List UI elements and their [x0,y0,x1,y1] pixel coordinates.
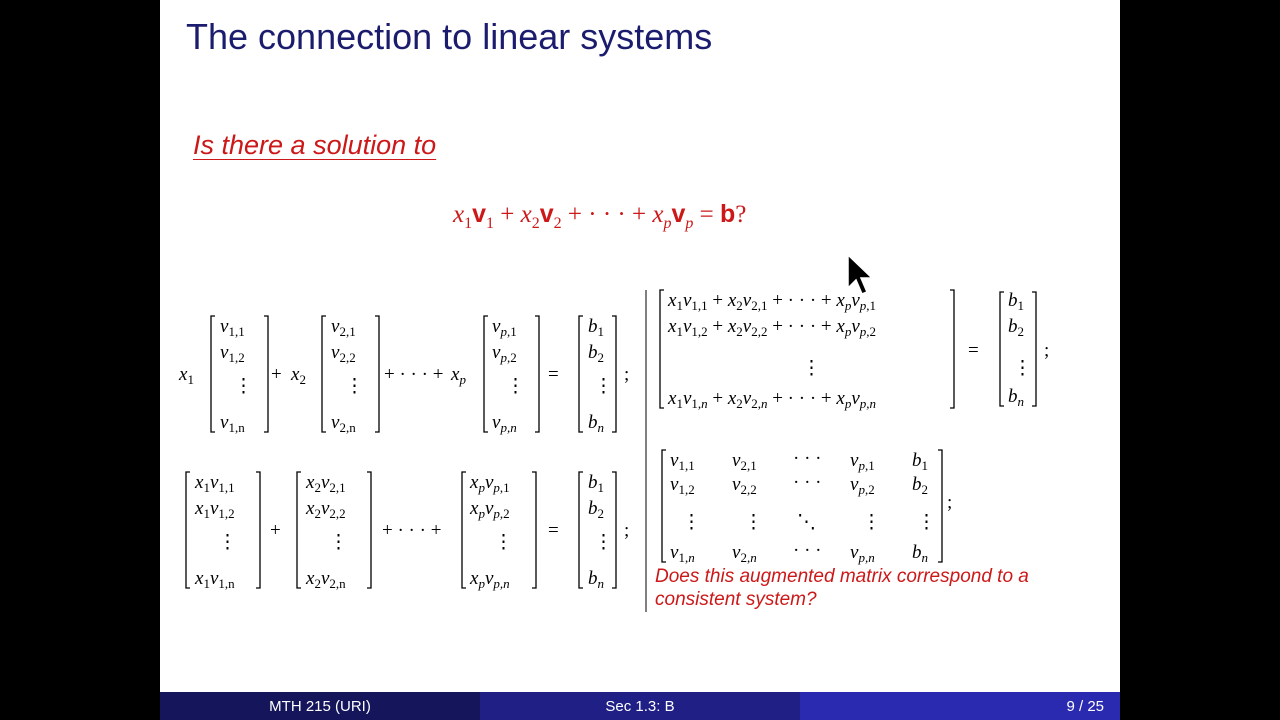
svg-text:+ · · · +: + · · · + [384,364,443,385]
svg-text:⋮: ⋮ [862,512,881,533]
svg-text:vp,2: vp,2 [492,342,517,365]
svg-text:x1: x1 [178,364,194,387]
main-equation: x1v1 + x2v2 + · · · + xpvp = b? [452,200,746,232]
svg-text:x2v2,1: x2v2,1 [305,472,346,495]
svg-text:x1v1 + x2v2 + · · · + xpvp = b: x1v1 + x2v2 + · · · + xpvp = b? [452,200,746,232]
augmented-matrix: v1,1 v2,1 · · · vp,1 b1 v1,2 v2,2 · · · … [661,448,952,565]
svg-text:v1,2: v1,2 [670,474,695,497]
svg-text:x1v1,n + x2v2,n + · · · + xpvp: x1v1,n + x2v2,n + · · · + xpvp,n [667,388,876,411]
svg-text:x2v2,2: x2v2,2 [305,498,346,521]
question-text: Is there a solution to [193,130,437,160]
svg-text:x1v1,n: x1v1,n [194,568,235,591]
mouse-cursor-icon [847,254,874,295]
svg-text:⋮: ⋮ [506,376,525,397]
svg-text:v2,n: v2,n [331,412,356,435]
footer-course: MTH 215 (URI) [160,692,480,720]
svg-text:=: = [548,364,559,385]
svg-text:⋮: ⋮ [345,376,364,397]
svg-text:b1: b1 [912,450,928,473]
svg-text:xpvp,2: xpvp,2 [469,498,510,521]
svg-text:;: ; [624,364,629,385]
svg-text:v1,1: v1,1 [220,316,245,339]
svg-text:x2: x2 [290,364,306,387]
svg-text:x1v1,1 + x2v2,1 + · · · + xpvp: x1v1,1 + x2v2,1 + · · · + xpvp,1 [667,290,876,313]
consistency-note: Does this augmented matrix correspond to… [655,566,1029,610]
svg-text:x1v1,2: x1v1,2 [194,498,235,521]
svg-text:;: ; [947,492,952,513]
svg-text:v1,n: v1,n [220,412,245,435]
svg-text:b1: b1 [588,316,604,339]
svg-text:=: = [968,340,979,361]
svg-text:x2v2,n: x2v2,n [305,568,346,591]
svg-text:b2: b2 [1008,316,1024,339]
svg-text:b2: b2 [588,498,604,521]
svg-text:bn: bn [912,542,928,565]
svg-text:b2: b2 [588,342,604,365]
svg-text:⋮: ⋮ [917,512,936,533]
svg-text:⋱: ⋱ [797,512,816,533]
svg-text:+ · · · +: + · · · + [382,520,441,541]
svg-text:⋮: ⋮ [594,376,613,397]
svg-text:bn: bn [588,412,604,435]
slide: The connection to linear systems Is ther… [160,0,1120,720]
svg-text:v2,n: v2,n [732,542,757,565]
svg-text:+: + [271,364,282,385]
svg-text:⋮: ⋮ [494,532,513,553]
svg-text:⋮: ⋮ [802,358,821,379]
math-content: x1v1 + x2v2 + · · · + xpvp = b? x1 v1,1 … [178,200,1049,612]
svg-text:v2,1: v2,1 [331,316,356,339]
svg-text:vp,1: vp,1 [850,450,875,473]
svg-text:xpvp,1: xpvp,1 [469,472,510,495]
svg-text:x1v1,1: x1v1,1 [194,472,235,495]
svg-text:vp,2: vp,2 [850,474,875,497]
svg-text:+: + [270,520,281,541]
vector-equation: x1 v1,1 v1,2 ⋮ v1,n + x2 v2,1 v2,2 ⋮ v2,… [178,315,629,435]
svg-text:⋮: ⋮ [682,512,701,533]
svg-text:;: ; [624,520,629,541]
svg-text:xp: xp [450,364,466,387]
svg-text:⋮: ⋮ [594,532,613,553]
svg-text:⋮: ⋮ [744,512,763,533]
svg-text:v2,2: v2,2 [732,474,757,497]
svg-text:v2,2: v2,2 [331,342,356,365]
svg-text:vp,n: vp,n [850,542,875,565]
svg-text:vp,n: vp,n [492,412,517,435]
svg-text:v1,2: v1,2 [220,342,245,365]
footer-section: Sec 1.3: B [480,692,800,720]
svg-text:bn: bn [588,568,604,591]
svg-text:xpvp,n: xpvp,n [469,568,510,591]
svg-text:x1v1,2 + x2v2,2 + · · · + xpvp: x1v1,2 + x2v2,2 + · · · + xpvp,2 [667,316,876,339]
svg-text:⋮: ⋮ [1013,358,1032,379]
svg-text:vp,1: vp,1 [492,316,517,339]
svg-text:· · ·: · · · [793,540,821,561]
svg-text:b2: b2 [912,474,928,497]
footer-bar: MTH 215 (URI) Sec 1.3: B 9 / 25 [160,692,1120,720]
svg-text:=: = [548,520,559,541]
svg-text:· · ·: · · · [793,448,821,469]
scaled-equation: x1v1,1 x1v1,2 ⋮ x1v1,n + x2v2,1 x2v2,2 ⋮… [185,471,629,591]
svg-text:⋮: ⋮ [329,532,348,553]
footer-page-number: 9 / 25 [800,692,1120,720]
svg-text:b1: b1 [1008,290,1024,313]
linear-system: x1v1,1 + x2v2,1 + · · · + xpvp,1 x1v1,2 … [659,289,1049,411]
svg-text:· · ·: · · · [793,472,821,493]
svg-text:v1,1: v1,1 [670,450,695,473]
slide-title: The connection to linear systems [186,16,713,57]
svg-text:v1,n: v1,n [670,542,695,565]
svg-text:v2,1: v2,1 [732,450,757,473]
svg-text:⋮: ⋮ [234,376,253,397]
svg-text:bn: bn [1008,386,1024,409]
svg-text:;: ; [1044,340,1049,361]
svg-text:⋮: ⋮ [218,532,237,553]
svg-text:b1: b1 [588,472,604,495]
